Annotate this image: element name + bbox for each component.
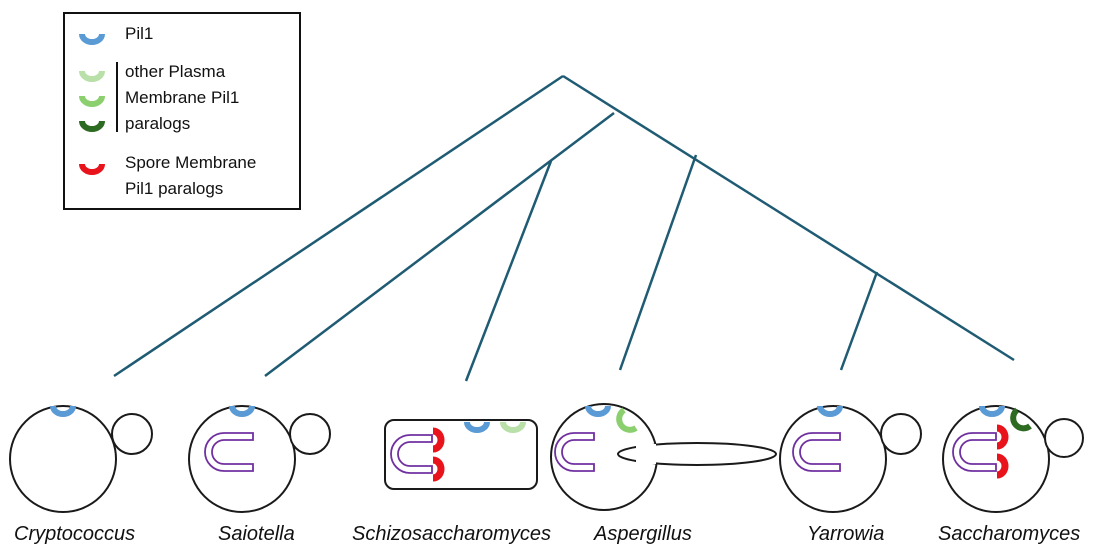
branch-root-cryptococcus	[113, 74, 564, 378]
cryptococcus-cell	[9, 405, 153, 513]
legend: Pil1 other Plasma Membrane Pil1 paralogs…	[63, 12, 301, 210]
legend-box	[63, 12, 301, 210]
plasma-paralog-dark-icon	[1010, 407, 1032, 432]
branch-root-saccharomyces	[562, 74, 1015, 362]
spore-paralog-icon-bottom	[996, 453, 1009, 479]
legend-pil1-label: Pil1	[125, 24, 153, 43]
hypha	[617, 442, 777, 466]
plasma-paralog-light-icon	[500, 421, 526, 433]
prospore-membrane-icon	[204, 432, 254, 472]
plasma-mid-legend-icon	[79, 95, 105, 107]
hypha-junction	[636, 444, 656, 464]
species-label-aspergillus: Aspergillus	[593, 523, 692, 545]
bud	[289, 413, 331, 455]
branch-node3-schizosaccharomyces	[464, 160, 553, 382]
plasma-paralog-mid-icon	[616, 407, 638, 433]
phylogenetic-tree	[113, 74, 1015, 382]
species-label-cryptococcus: Cryptococcus	[14, 523, 135, 545]
prospore-membrane-icon	[390, 434, 433, 474]
species-label-schizosaccharomyces: Schizosaccharomyces	[352, 523, 551, 545]
saiotella-cell	[188, 405, 331, 513]
spore-paralog-icon-bottom	[432, 456, 445, 482]
branch-node5-yarrowia	[839, 271, 879, 371]
legend-spore-line2: Pil1 paralogs	[125, 179, 223, 198]
pil1-icon	[464, 421, 490, 433]
aspergillus-cell	[550, 403, 777, 511]
pil1-icon	[229, 405, 255, 417]
species-labels: Cryptococcus Saiotella Schizosaccharomyc…	[14, 523, 1080, 545]
pil1-legend-icon	[79, 33, 105, 45]
prospore-membrane-icon	[952, 432, 997, 472]
yarrowia-cell	[779, 405, 922, 513]
legend-plasma-line3: paralogs	[125, 114, 190, 133]
pil1-icon	[979, 405, 1005, 417]
schizosaccharomyces-cell	[384, 419, 538, 490]
saccharomyces-cell	[942, 405, 1084, 513]
bud	[111, 413, 153, 455]
spore-paralog-icon-top	[432, 427, 445, 453]
plasma-dark-legend-icon	[79, 120, 105, 132]
legend-plasma-line1: other Plasma	[125, 62, 226, 81]
prospore-membrane-icon	[792, 432, 841, 472]
cell-body	[779, 405, 887, 513]
pil1-icon	[585, 405, 611, 417]
species-label-yarrowia: Yarrowia	[807, 523, 884, 545]
legend-spore-line1: Spore Membrane	[125, 153, 256, 172]
cell-body	[9, 405, 117, 513]
pil1-icon	[50, 405, 76, 417]
species-label-saccharomyces: Saccharomyces	[938, 523, 1080, 545]
spore-legend-icon	[79, 163, 105, 175]
legend-plasma-line2: Membrane Pil1	[125, 88, 239, 107]
bud	[1044, 418, 1084, 458]
cell-body	[188, 405, 296, 513]
bud	[880, 413, 922, 455]
pil1-icon	[817, 405, 843, 417]
cell-body	[384, 419, 538, 490]
prospore-membrane-icon	[554, 432, 595, 472]
spore-paralog-icon-top	[996, 424, 1009, 450]
branch-node4-aspergillus	[618, 154, 698, 371]
cell-body	[942, 405, 1050, 513]
plasma-light-legend-icon	[79, 70, 105, 82]
branch-node2-saiotella	[264, 112, 615, 377]
species-label-saiotella: Saiotella	[218, 523, 295, 545]
